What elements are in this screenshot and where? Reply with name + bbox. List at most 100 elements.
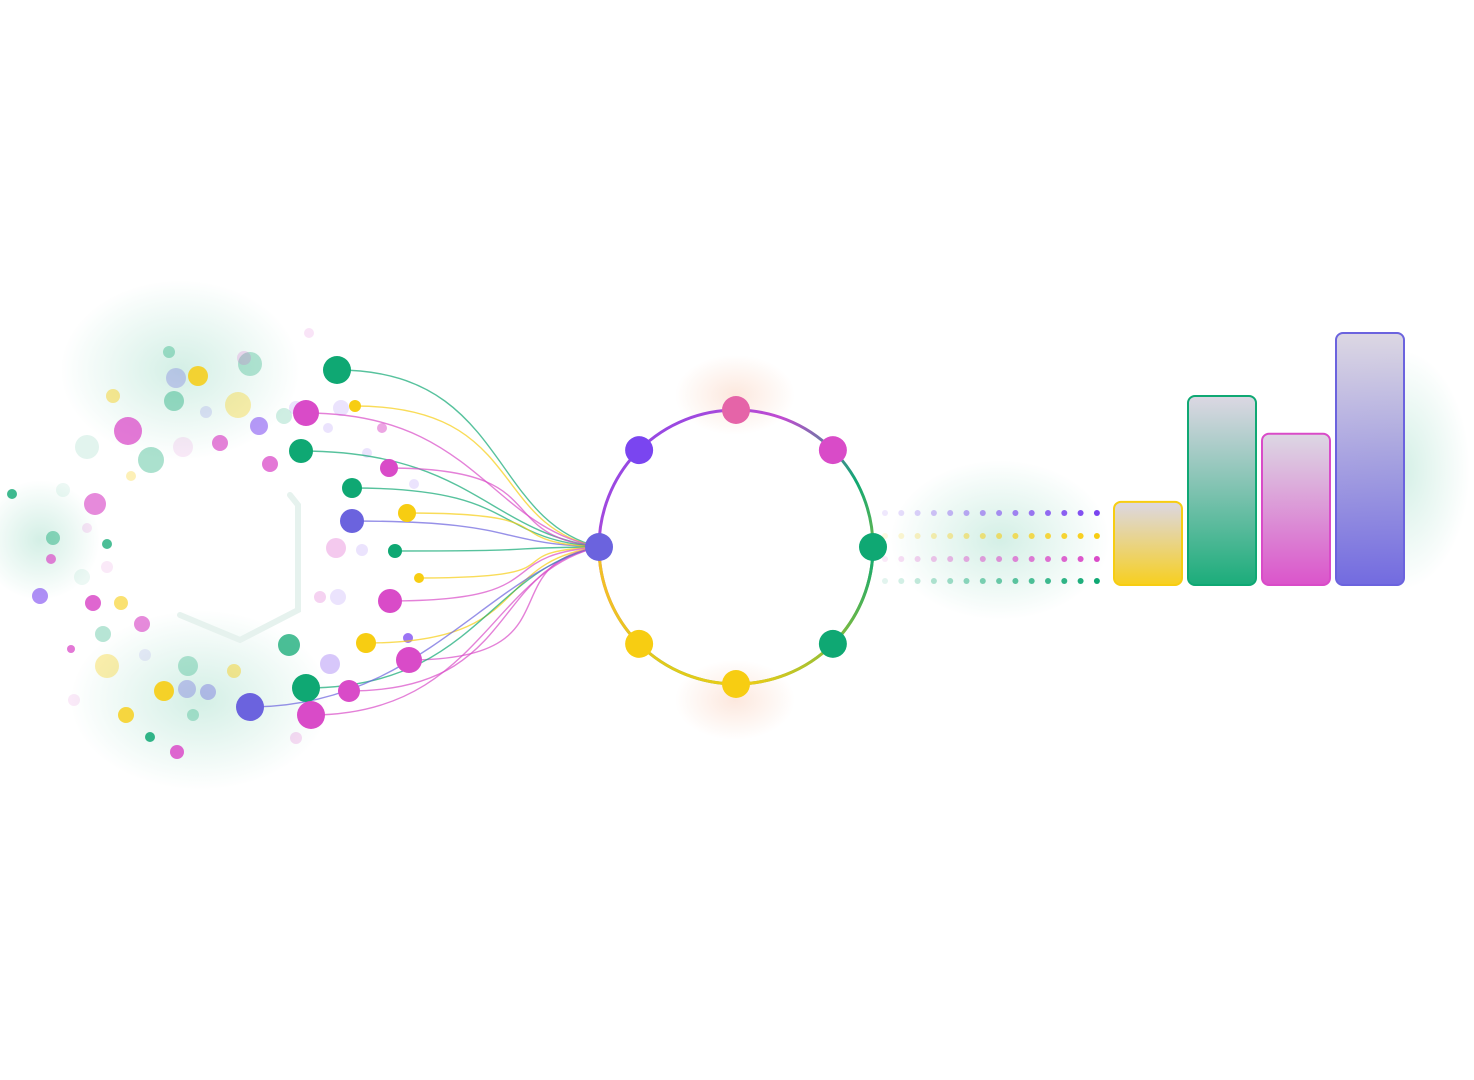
stream-dot — [979, 533, 986, 539]
stream-dot — [930, 578, 937, 584]
source-node — [338, 680, 360, 702]
stream-dot — [963, 578, 970, 584]
connector-line — [249, 546, 600, 708]
particle-dot — [82, 523, 92, 533]
stream-dot — [882, 556, 888, 562]
stream-dot — [1061, 533, 1068, 539]
stream-dot — [1093, 556, 1100, 562]
bar — [1187, 395, 1257, 586]
particle-dot — [114, 596, 128, 610]
stream-dot — [996, 533, 1003, 539]
particle-dot — [304, 328, 314, 338]
particle-dot — [85, 595, 101, 611]
stream-dot — [1012, 578, 1019, 584]
particle-dot — [320, 654, 340, 674]
particle-dot — [84, 493, 106, 515]
source-node — [398, 504, 416, 522]
particle-dot — [409, 479, 419, 489]
stream-dot — [963, 556, 970, 562]
stream-dot — [1061, 510, 1068, 516]
stream-dot — [1045, 578, 1051, 584]
stream-dot — [1012, 533, 1019, 539]
source-node — [236, 693, 264, 721]
stream-dot — [1077, 533, 1084, 539]
particle-dot — [173, 437, 193, 457]
particle-dot — [7, 489, 17, 499]
particle-dot — [154, 681, 174, 701]
source-node — [356, 633, 376, 653]
particle-dot — [200, 684, 216, 700]
ring-cycle — [585, 396, 887, 698]
source-node — [388, 544, 402, 558]
connector-line — [394, 546, 600, 552]
source-node — [396, 647, 422, 673]
stream-dot — [882, 533, 888, 539]
stream-dot — [898, 556, 905, 562]
stream-dot — [1012, 556, 1019, 562]
particle-dot — [276, 408, 292, 424]
stream-dot — [930, 556, 937, 562]
connector-line — [389, 546, 600, 602]
particle-dot — [68, 694, 80, 706]
stream-dot — [1077, 556, 1084, 562]
source-node — [297, 701, 325, 729]
source-node — [340, 509, 364, 533]
stream-dot — [1077, 510, 1084, 516]
particle-dot — [166, 368, 186, 388]
particle-dot — [106, 389, 120, 403]
particle-dot — [225, 392, 251, 418]
particle-dot — [187, 709, 199, 721]
connector-line — [351, 520, 600, 548]
stream-dot — [914, 533, 921, 539]
particle-dot — [290, 732, 302, 744]
particle-dot — [46, 554, 56, 564]
bar — [1113, 500, 1183, 586]
stream-dot — [996, 578, 1003, 584]
particle-dot — [178, 680, 196, 698]
particle-dot — [330, 589, 346, 605]
connector-line — [336, 369, 600, 548]
connector-line — [354, 405, 600, 548]
stream-dot — [979, 556, 986, 562]
stream-dot — [882, 510, 888, 516]
particle-dot — [46, 531, 60, 545]
particle-dot — [262, 456, 278, 472]
ring-node — [818, 436, 847, 465]
bar — [1335, 332, 1405, 586]
stream-dot — [1028, 510, 1035, 516]
source-node — [323, 356, 351, 384]
particle-dot — [126, 471, 136, 481]
particle-dot — [32, 588, 48, 604]
particle-dot — [164, 391, 184, 411]
particle-dot — [250, 417, 268, 435]
stream-dot — [1061, 556, 1068, 562]
particle-dot — [278, 634, 300, 656]
stream-dot — [898, 510, 905, 516]
source-node — [378, 589, 402, 613]
stream-dot — [930, 533, 937, 539]
stream-dot — [947, 578, 954, 584]
stream-dot — [963, 510, 970, 516]
dotted-stream — [882, 510, 1100, 584]
particle-dot — [212, 435, 228, 451]
ring-node — [625, 436, 654, 465]
particle-dot — [200, 406, 212, 418]
stream-dot — [996, 510, 1003, 516]
stream-dot — [947, 556, 954, 562]
stream-dot — [1045, 510, 1051, 516]
source-node — [349, 400, 361, 412]
particle-dot — [188, 366, 208, 386]
stream-dot — [1093, 533, 1100, 539]
particle-dot — [95, 654, 119, 678]
connector-line — [365, 546, 600, 644]
particle-dot — [323, 423, 333, 433]
particle-dot — [178, 656, 198, 676]
ring-node — [859, 533, 887, 561]
ring-node — [722, 670, 750, 698]
stream-dot — [1045, 533, 1051, 539]
stream-dot — [1045, 556, 1051, 562]
ring-node — [585, 533, 613, 561]
connector-line — [351, 487, 600, 548]
stream-dot — [898, 578, 905, 584]
particle-dot — [56, 483, 70, 497]
